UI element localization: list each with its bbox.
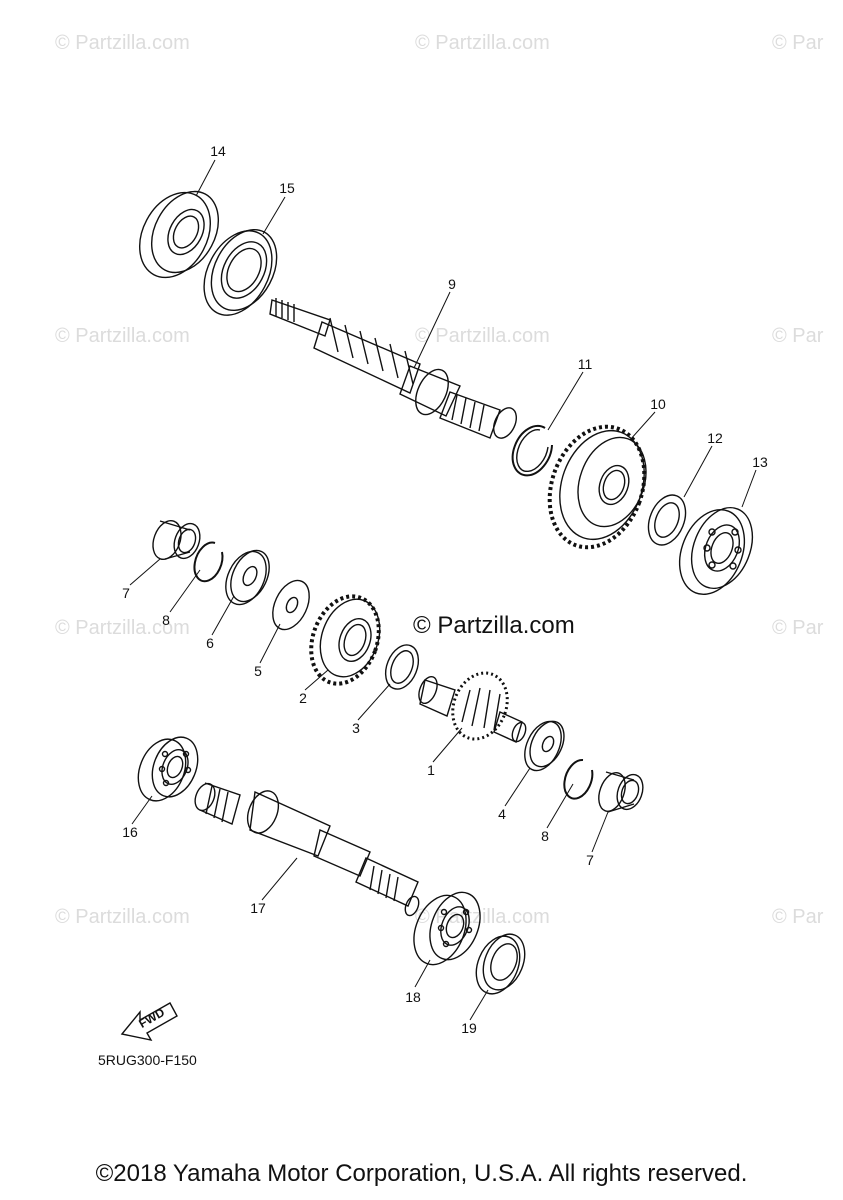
callout-7: 7 [122, 585, 130, 601]
watermark: © Par [772, 325, 824, 347]
part-5-washer[interactable] [266, 575, 317, 636]
callout-9: 9 [448, 276, 456, 292]
callout-6: 6 [206, 635, 214, 651]
callout-18: 18 [405, 989, 421, 1005]
watermark: © Par [772, 32, 824, 54]
watermark: © Partzilla.com [415, 325, 550, 347]
part-7-needle-bearing[interactable] [148, 517, 204, 563]
callout-15: 15 [279, 180, 295, 196]
callout-8: 8 [162, 612, 170, 628]
leader-lines [129, 159, 757, 1021]
part-17-drive-shaft[interactable] [191, 781, 421, 918]
callout-16: 16 [122, 824, 138, 840]
watermark: © Partzilla.com [55, 617, 190, 639]
callout-10: 10 [650, 396, 666, 412]
watermark: © Partzilla.com [55, 325, 190, 347]
part-19-oil-seal[interactable] [468, 928, 532, 1000]
part-8-circlip[interactable] [193, 541, 224, 583]
callout-4: 4 [498, 806, 506, 822]
part-18-bearing[interactable] [404, 885, 489, 972]
callout-1: 1 [427, 762, 435, 778]
part-3-washer[interactable] [379, 640, 424, 694]
part-9-shaft[interactable] [269, 298, 521, 442]
callout-12: 12 [707, 430, 723, 446]
callout-2: 2 [299, 690, 307, 706]
diagram-code: 5RUG300-F150 [98, 1052, 197, 1068]
part-2-gear[interactable] [300, 587, 391, 693]
watermark: © Partzilla.com [55, 32, 190, 54]
part-8-circlip[interactable] [563, 758, 594, 800]
part-14-bearing[interactable] [126, 180, 232, 290]
callout-14: 14 [210, 143, 226, 159]
part-13-bearing[interactable] [668, 499, 764, 604]
part-4-washer[interactable] [518, 716, 571, 777]
watermark: © Par [772, 617, 824, 639]
part-6-washer[interactable] [218, 544, 277, 611]
watermark: © Partzilla.com [55, 906, 190, 928]
part-10-gear[interactable] [534, 413, 661, 560]
callout-3: 3 [352, 720, 360, 736]
callout-5: 5 [254, 663, 262, 679]
part-7-needle-bearing[interactable] [594, 769, 648, 815]
part-16-bearing[interactable] [130, 730, 206, 808]
part-12-washer[interactable] [641, 490, 692, 551]
part-15-oil-seal[interactable] [190, 218, 289, 326]
part-1-pinion-gear[interactable] [415, 665, 528, 748]
callout-11: 11 [577, 356, 593, 372]
center-watermark: © Partzilla.com [413, 612, 575, 639]
callout-17: 17 [250, 900, 266, 916]
callout-7: 7 [586, 852, 594, 868]
copyright-notice: ©2018 Yamaha Motor Corporation, U.S.A. A… [95, 1160, 748, 1187]
fwd-arrow-icon [120, 1002, 178, 1041]
callout-8: 8 [541, 828, 549, 844]
watermark: © Partzilla.com [415, 32, 550, 54]
part-11-circlip[interactable] [511, 424, 553, 477]
callout-19: 19 [461, 1020, 477, 1036]
watermark: © Par [772, 906, 824, 928]
callout-13: 13 [752, 454, 768, 470]
